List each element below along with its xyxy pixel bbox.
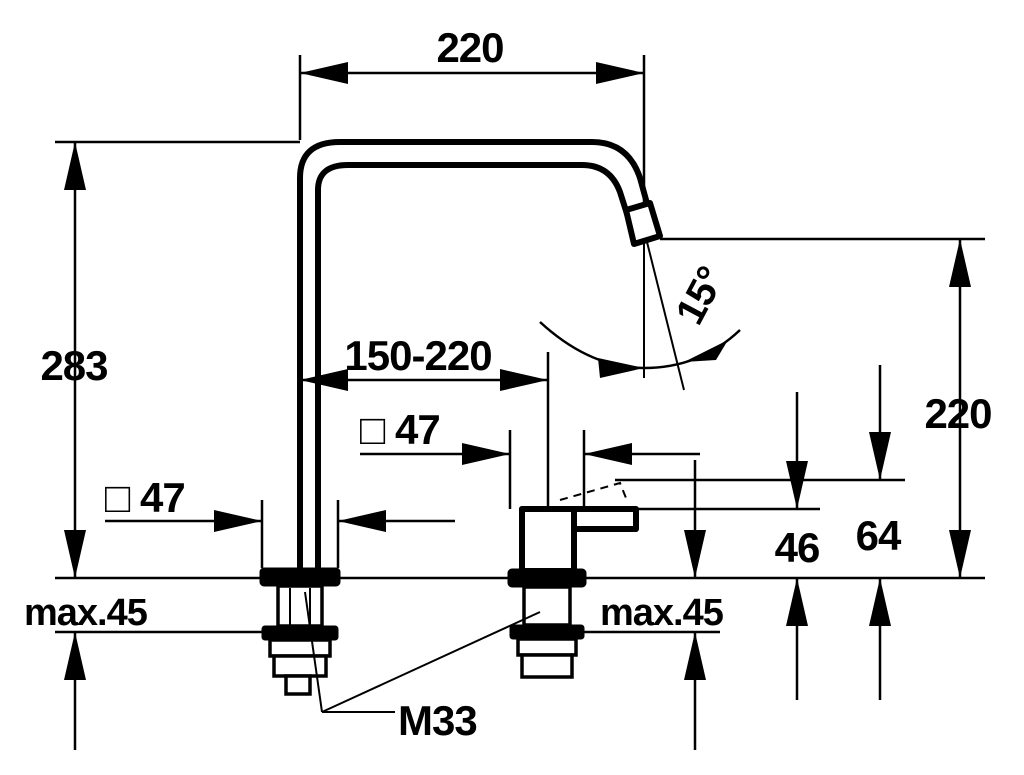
handle-height-high-label: 64 — [856, 512, 902, 559]
dimension-handle-heights: 46 64 — [615, 365, 905, 700]
swivel-angle-label: 15° — [668, 260, 734, 331]
deck-thickness-left-label: max.45 — [24, 592, 148, 634]
dimension-centre-distance: 150-220 — [300, 332, 550, 509]
dimension-total-height: 283 — [40, 140, 300, 578]
thread-label: M33 — [398, 697, 477, 744]
dimension-spout-reach: 220 — [298, 24, 646, 205]
dimension-deck-thickness-left: max.45 — [24, 592, 300, 750]
dimension-outlet-height: 220 — [660, 237, 993, 578]
spout-body — [259, 139, 663, 696]
outlet-height-label: 220 — [924, 390, 991, 437]
spout-reach-label: 220 — [436, 24, 503, 71]
dimension-valve-height: max.45 — [584, 460, 725, 750]
handle-height-low-label: 46 — [775, 524, 820, 571]
handle-base-square-label: □ 47 — [360, 406, 440, 453]
dimension-spout-base-square: □ 47 — [105, 474, 455, 568]
dimension-handle-base-square: □ 47 — [360, 406, 700, 509]
thread-callout: M33 — [304, 591, 541, 744]
spout-base-square-label: □ 47 — [105, 474, 185, 521]
handle-valve-body — [507, 481, 639, 679]
deck-thickness-right-label: max.45 — [600, 592, 724, 634]
centre-distance-label: 150-220 — [344, 332, 491, 379]
total-height-label: 283 — [40, 342, 107, 389]
